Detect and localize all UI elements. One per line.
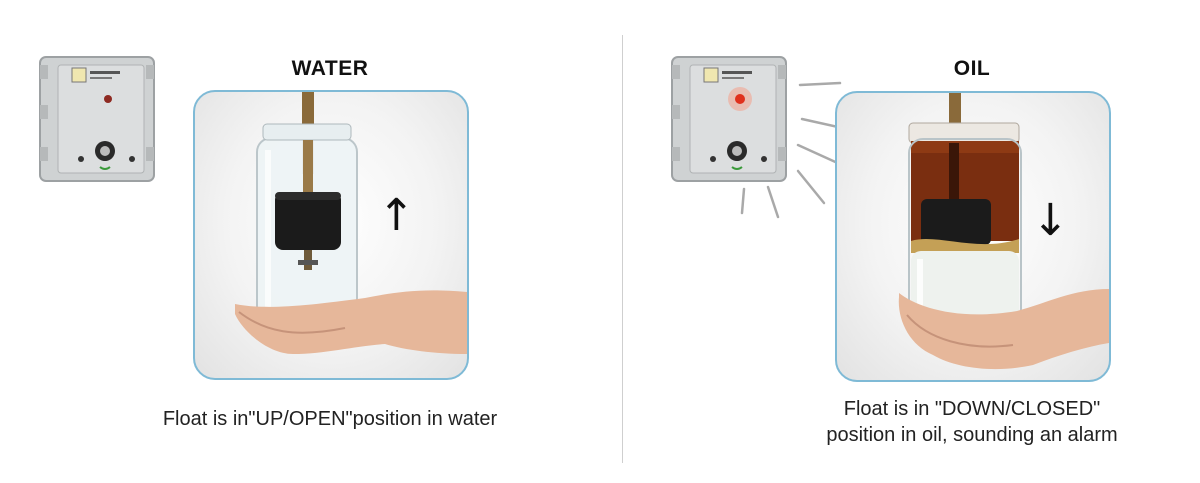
water-jar-illustration [235, 92, 467, 354]
oil-photo-frame [835, 91, 1111, 382]
water-caption: Float is in"UP/OPEN"position in water [162, 408, 498, 430]
up-arrow-icon: ↑ [378, 190, 415, 241]
down-arrow-icon: ↓ [1032, 195, 1069, 246]
oil-jar-illustration [898, 93, 1109, 370]
oil-panel: OIL ↓ Float is in "DOWN/CLOSED" position… [622, 0, 1200, 483]
alarm-control-box-icon [39, 56, 155, 182]
oil-title: OIL [953, 57, 991, 80]
water-title: WATER [291, 57, 369, 80]
water-panel: WATER ↑ Float is in"UP/OPEN"position in … [39, 56, 498, 430]
water-photo-frame [193, 90, 469, 380]
oil-caption: Float is in "DOWN/CLOSED" position in oi… [826, 398, 1118, 446]
alarm-control-box-icon [671, 56, 787, 182]
panel-divider [622, 35, 623, 463]
